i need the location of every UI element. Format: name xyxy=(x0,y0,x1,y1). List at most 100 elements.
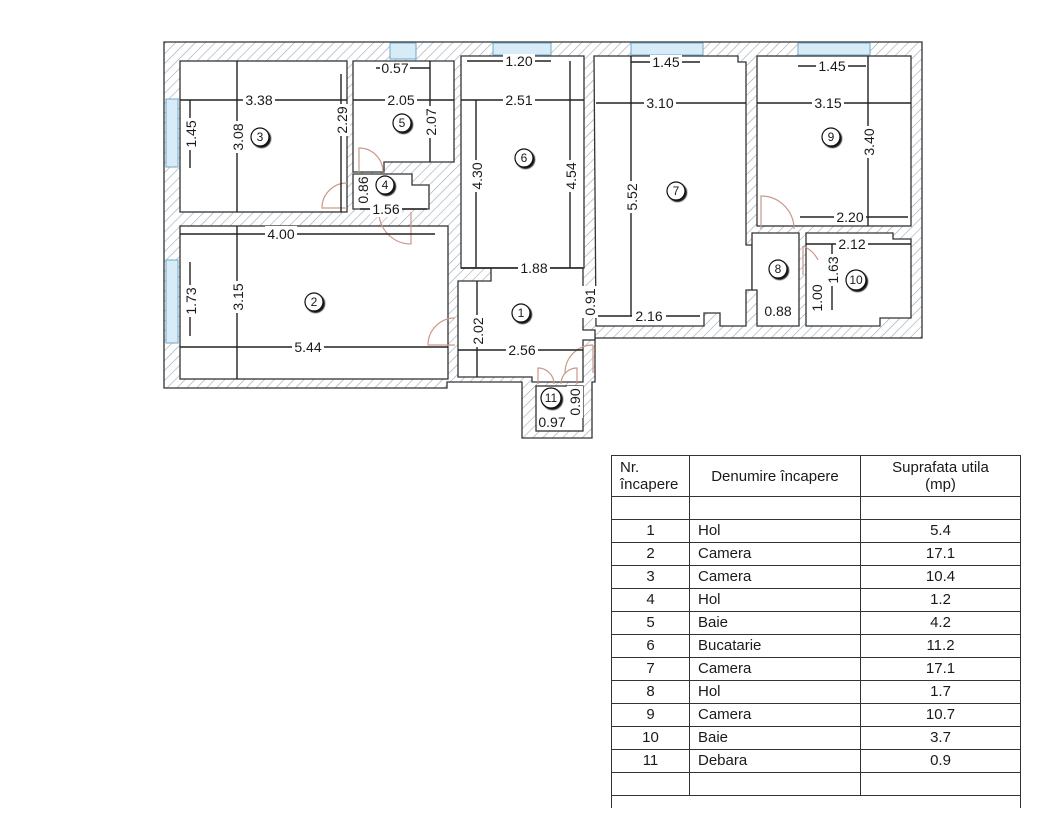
svg-text:10: 10 xyxy=(849,273,863,287)
room-badge-5: 5 xyxy=(392,113,412,133)
svg-text:5.44: 5.44 xyxy=(294,339,321,355)
dim-room1-top: 1.88 xyxy=(518,260,550,276)
room-badge-6: 6 xyxy=(514,148,534,168)
room-badge-8: 8 xyxy=(768,259,788,279)
svg-text:2.16: 2.16 xyxy=(635,308,662,324)
room-badges: 1 2 3 4 5 6 7 8 9 10 11 xyxy=(250,113,867,409)
room-area-table: Nr.încapere Denumire încapere Suprafata … xyxy=(611,455,1021,808)
svg-text:1.56: 1.56 xyxy=(372,201,399,217)
header-nr: Nr.încapere xyxy=(611,455,690,497)
svg-text:2.20: 2.20 xyxy=(836,209,863,225)
room-badge-9: 9 xyxy=(821,127,841,147)
table-row-footer xyxy=(611,795,1021,808)
dim-room11-height: 0.90 xyxy=(567,386,583,418)
svg-text:3.15: 3.15 xyxy=(230,283,246,310)
dim-room5-height: 2.07 xyxy=(423,106,439,138)
svg-text:3.08: 3.08 xyxy=(230,123,246,150)
dim-room3-wall: 2.29 xyxy=(334,104,350,136)
svg-text:0.97: 0.97 xyxy=(538,414,565,430)
svg-text:1.45: 1.45 xyxy=(183,120,199,147)
room-badge-2: 2 xyxy=(304,292,324,312)
dim-room8-width: 0.88 xyxy=(761,303,795,319)
dim-room2-width-top: 4.00 xyxy=(265,226,297,242)
dim-room2-width: 5.44 xyxy=(292,339,324,355)
svg-text:3: 3 xyxy=(257,130,264,144)
svg-text:1.88: 1.88 xyxy=(520,260,547,276)
dim-room2-window: 1.73 xyxy=(183,285,199,317)
room-badge-7: 7 xyxy=(666,181,686,201)
svg-text:1.00: 1.00 xyxy=(809,284,825,311)
window-room3 xyxy=(165,98,179,168)
room-1 xyxy=(457,267,596,383)
dim-room10-height: 1.63 xyxy=(825,254,841,286)
svg-text:1.20: 1.20 xyxy=(505,53,532,69)
svg-text:5: 5 xyxy=(399,116,406,130)
svg-text:0.57: 0.57 xyxy=(381,60,408,76)
svg-text:2.56: 2.56 xyxy=(508,342,535,358)
window-room9 xyxy=(797,42,871,56)
dim-room1-height: 2.02 xyxy=(470,315,486,347)
svg-text:4.00: 4.00 xyxy=(267,226,294,242)
svg-text:2.02: 2.02 xyxy=(470,317,486,344)
dim-room2-height: 3.15 xyxy=(230,281,246,313)
svg-text:4.30: 4.30 xyxy=(469,162,485,189)
svg-text:1.63: 1.63 xyxy=(825,256,841,283)
svg-text:2.12: 2.12 xyxy=(838,236,865,252)
room-8 xyxy=(751,232,800,327)
svg-text:2.05: 2.05 xyxy=(387,92,414,108)
room-badge-1: 1 xyxy=(511,303,531,323)
dim-room9-window: 1.45 xyxy=(816,58,848,74)
header-name: Denumire încapere xyxy=(689,455,861,497)
svg-text:4: 4 xyxy=(382,178,389,192)
svg-text:1: 1 xyxy=(518,306,525,320)
dim-room6-width: 2.51 xyxy=(503,92,535,108)
svg-text:1.45: 1.45 xyxy=(818,58,845,74)
svg-text:0.91: 0.91 xyxy=(582,288,598,315)
svg-text:2.29: 2.29 xyxy=(334,106,350,133)
header-area: Suprafata utila(mp) xyxy=(860,455,1021,497)
svg-text:7: 7 xyxy=(673,184,680,198)
svg-text:11: 11 xyxy=(545,391,558,405)
svg-text:2: 2 xyxy=(311,295,318,309)
room-badge-10: 10 xyxy=(845,269,867,291)
dim-room10-door: 1.00 xyxy=(809,282,825,314)
dim-room9-height: 3.40 xyxy=(861,126,877,158)
dim-room4-width: 1.56 xyxy=(370,201,402,217)
svg-text:3.10: 3.10 xyxy=(646,95,673,111)
svg-text:0.88: 0.88 xyxy=(764,303,791,319)
room-badge-3: 3 xyxy=(250,127,270,147)
dim-room6-height-left: 4.30 xyxy=(469,160,485,192)
table-row-empty xyxy=(611,772,1021,796)
dim-room7-bottom: 2.16 xyxy=(632,308,666,324)
dim-room3-window: 1.45 xyxy=(183,118,199,150)
svg-text:8: 8 xyxy=(775,262,782,276)
dim-room1-width: 2.56 xyxy=(506,342,538,358)
svg-text:9: 9 xyxy=(828,130,835,144)
window-room5 xyxy=(389,42,417,60)
dim-room6-window: 1.20 xyxy=(503,53,535,69)
svg-text:5.52: 5.52 xyxy=(624,183,640,210)
window-room2 xyxy=(165,259,179,344)
dim-room9-bottom: 2.20 xyxy=(834,209,866,225)
svg-text:1.73: 1.73 xyxy=(183,287,199,314)
dim-room3-height: 3.08 xyxy=(230,121,246,153)
svg-text:0.90: 0.90 xyxy=(567,388,583,415)
room-badge-11: 11 xyxy=(540,387,562,409)
dim-room6-height-right: 4.54 xyxy=(563,160,579,192)
svg-text:3.38: 3.38 xyxy=(245,92,272,108)
svg-text:4.54: 4.54 xyxy=(563,162,579,189)
dim-room4-height: 0.86 xyxy=(355,175,371,205)
dim-room7-height: 5.52 xyxy=(624,181,640,213)
table-header-row: Nr.încapere Denumire încapere Suprafata … xyxy=(611,455,1021,497)
svg-text:2.51: 2.51 xyxy=(505,92,532,108)
